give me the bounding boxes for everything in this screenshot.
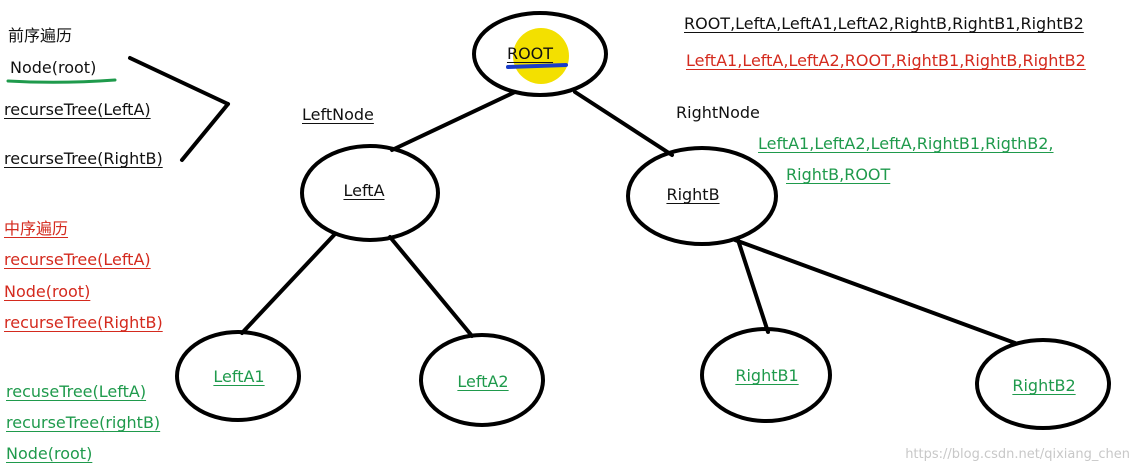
node-lefta2 [419,333,545,427]
postorder-step-left: recuseTree(LeftA) [6,382,147,401]
node-label-rightb1: RightB1 [735,366,799,385]
node-rightb1 [700,327,832,423]
inorder-title: 中序遍历 [4,219,69,238]
edge-root-rightb [573,90,674,157]
preorder-step-left: recurseTree(LeftA) [4,100,151,119]
result-postorder-line1: LeftA1,LeftA2,LeftA,RightB1,RigthB2, [758,134,1054,153]
result-postorder-line2: RightB,ROOT [786,165,891,184]
root-highlight [513,28,569,84]
edge-lefta-lefta2 [388,235,474,338]
node-lefta [300,144,440,242]
edge-root-lefta [390,90,517,152]
edge-rightb-rightb2 [733,238,1017,345]
node-label-lefta1: LeftA1 [213,367,265,386]
left-node-label: LeftNode [302,105,374,124]
postorder-step-right: recurseTree(rightB) [6,413,161,432]
result-inorder: LeftA1,LeftA,LeftA2,ROOT,RightB1,RightB,… [686,51,1086,70]
node-label-lefta: LeftA [343,181,385,200]
node-lefta1 [175,330,301,422]
postorder-step-node: Node(root) [6,444,93,463]
preorder-title: 前序遍历 [8,26,73,45]
node-rightb [626,146,778,246]
inorder-step-right: recurseTree(RightB) [4,313,163,332]
inorder-step-node: Node(root) [4,282,91,301]
preorder-bracket [128,56,230,162]
right-node-label: RightNode [676,103,760,122]
result-preorder: ROOT,LeftA,LeftA1,LeftA2,RightB,RightB1,… [684,14,1084,33]
preorder-green-underline [6,78,117,84]
node-label-rightb: RightB [666,185,720,204]
root-blue-underline [506,63,568,69]
node-rightb2 [975,338,1111,430]
node-root [472,11,608,97]
node-label-lefta2: LeftA2 [457,372,509,391]
node-label-root: ROOT [506,44,554,63]
edge-lefta-lefta1 [240,232,337,335]
node-label-rightb2: RightB2 [1012,376,1076,395]
preorder-step-right: recurseTree(RightB) [4,149,163,168]
preorder-step-node: Node(root) [10,58,97,77]
tree-nodes [175,11,1111,430]
edge-rightb-rightb1 [736,238,770,334]
inorder-step-left: recurseTree(LeftA) [4,250,151,269]
tree-edges [240,90,1017,345]
watermark: https://blog.csdn.net/qixiang_chen [905,447,1130,462]
